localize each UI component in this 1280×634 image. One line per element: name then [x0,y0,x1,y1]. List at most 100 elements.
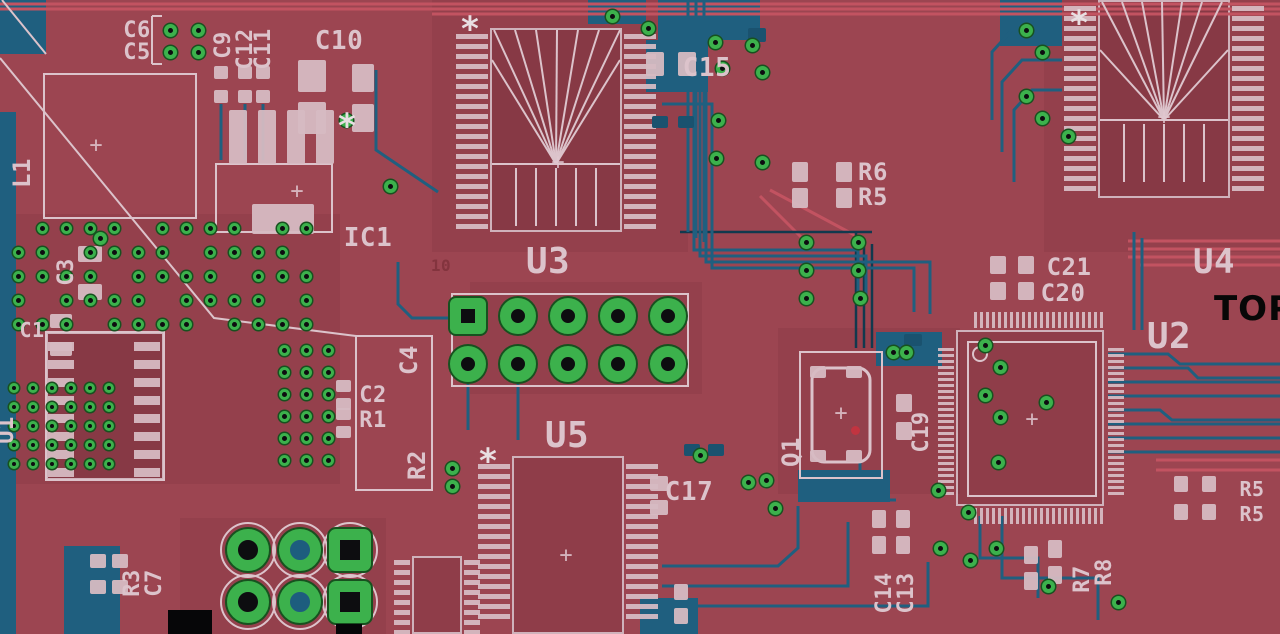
connector-pad[interactable] [279,581,321,623]
via [47,383,57,393]
smd-pad [1202,476,1216,492]
refdes-c15-7[interactable]: C15 [682,53,732,83]
refdes-c4-18[interactable]: C4 [395,345,423,375]
refdes-r3-32[interactable]: R3 [120,569,145,597]
header-pad[interactable] [550,298,586,334]
layer-label-top[interactable]: TOP [1213,289,1280,329]
refdes-c6-0[interactable]: C6 [123,18,151,43]
via [339,113,353,127]
via [1111,595,1125,609]
ic-pin [464,610,480,615]
refdes-c19-25[interactable]: C19 [909,411,934,453]
refdes-u2-17[interactable]: U2 [1146,316,1192,357]
chip-u2[interactable] [956,330,1104,506]
refdes-10-35[interactable]: 10 [430,256,452,275]
refdes-u1-34[interactable]: U1 [0,416,19,444]
ic-pin [478,524,510,529]
refdes-r2-21[interactable]: R2 [403,450,431,480]
via [9,402,19,412]
refdes-r5-31[interactable]: R5 [1239,502,1265,526]
refdes-c20-15[interactable]: C20 [1040,279,1086,307]
via [851,235,865,249]
ic-pin [394,580,410,585]
ic-pin [626,514,658,519]
refdes-u4-16[interactable]: U4 [1193,242,1235,282]
refdes-c17-23[interactable]: C17 [664,477,714,507]
refdes-u3-11[interactable]: U3 [525,241,571,282]
ic-pin [48,450,74,459]
via [66,421,76,431]
via [28,459,38,469]
refdes-c13-27[interactable]: C13 [894,572,919,614]
refdes-ic1-8[interactable]: IC1 [343,223,393,253]
connector-pad[interactable] [279,529,321,571]
via [693,448,707,462]
refdes-c5-1[interactable]: C5 [123,40,151,65]
header-pad[interactable] [550,346,586,382]
header-pad[interactable] [500,346,536,382]
refdes-c3-9[interactable]: C3 [54,258,79,286]
header-pad[interactable] [600,346,636,382]
refdes-c7-33[interactable]: C7 [142,569,167,597]
bottom-trace [1000,58,1062,152]
refdes-c10-5[interactable]: C10 [314,26,364,56]
header-pad[interactable] [600,298,636,334]
via [12,270,24,282]
connector-pad[interactable] [227,529,269,571]
header-pad[interactable] [500,298,536,334]
via [993,410,1007,424]
ic-pin [626,594,658,599]
smd-pad [90,554,106,568]
refdes-c2-19[interactable]: C2 [359,383,387,408]
refdes-c9-2[interactable]: C9 [211,31,236,59]
ic-pin [394,620,410,625]
ic-pin [478,544,510,549]
via [191,45,205,59]
ic-pin [1232,116,1264,121]
refdes-r5-30[interactable]: R5 [1239,477,1265,501]
smd-pad [316,110,334,164]
refdes-c21-14[interactable]: C21 [1046,253,1092,281]
smd-pad [336,398,351,410]
ic-pin [938,408,954,411]
refdes-u5-22[interactable]: U5 [544,415,590,456]
refdes-r7-28[interactable]: R7 [1070,565,1095,593]
bottom-trace [858,460,896,502]
via [228,294,240,306]
smd-pad [287,110,305,164]
ic-pin [1108,348,1124,351]
smd-pad [1018,282,1034,300]
ic-pin [1064,116,1096,121]
connector-pad[interactable] [227,581,269,623]
chip-u5[interactable] [512,456,624,634]
refdes-c11-4[interactable]: C11 [251,28,276,70]
ic-pin [456,224,488,229]
refdes-l1-6[interactable]: L1 [8,158,36,188]
via [204,294,216,306]
ic-pin [394,560,410,565]
refdes-c14-26[interactable]: C14 [872,572,897,614]
refdes-r6-12[interactable]: R6 [858,158,888,186]
smd-pad [836,188,852,208]
smd-pad [896,394,912,412]
header-pad[interactable] [450,346,486,382]
refdes-c1-10[interactable]: C1 [19,318,45,342]
refdes-r1-20[interactable]: R1 [359,408,387,433]
header-pad[interactable] [450,298,486,334]
ic-pin [1232,176,1264,181]
ic-pin [938,444,954,447]
ic-pin [624,114,656,119]
via [60,318,72,330]
header-pad[interactable] [650,298,686,334]
connector-pad[interactable] [329,581,371,623]
ic-pin [1232,26,1264,31]
refdes-r8-29[interactable]: R8 [1092,558,1117,586]
header-pad[interactable] [650,346,686,382]
ic-pin [626,474,658,479]
refdes-q1-24[interactable]: Q1 [777,437,805,467]
refdes-r5-13[interactable]: R5 [858,183,888,211]
ic-pin [1232,186,1264,191]
connector-pad[interactable] [329,529,371,571]
chip-bottom-left[interactable] [412,556,462,634]
